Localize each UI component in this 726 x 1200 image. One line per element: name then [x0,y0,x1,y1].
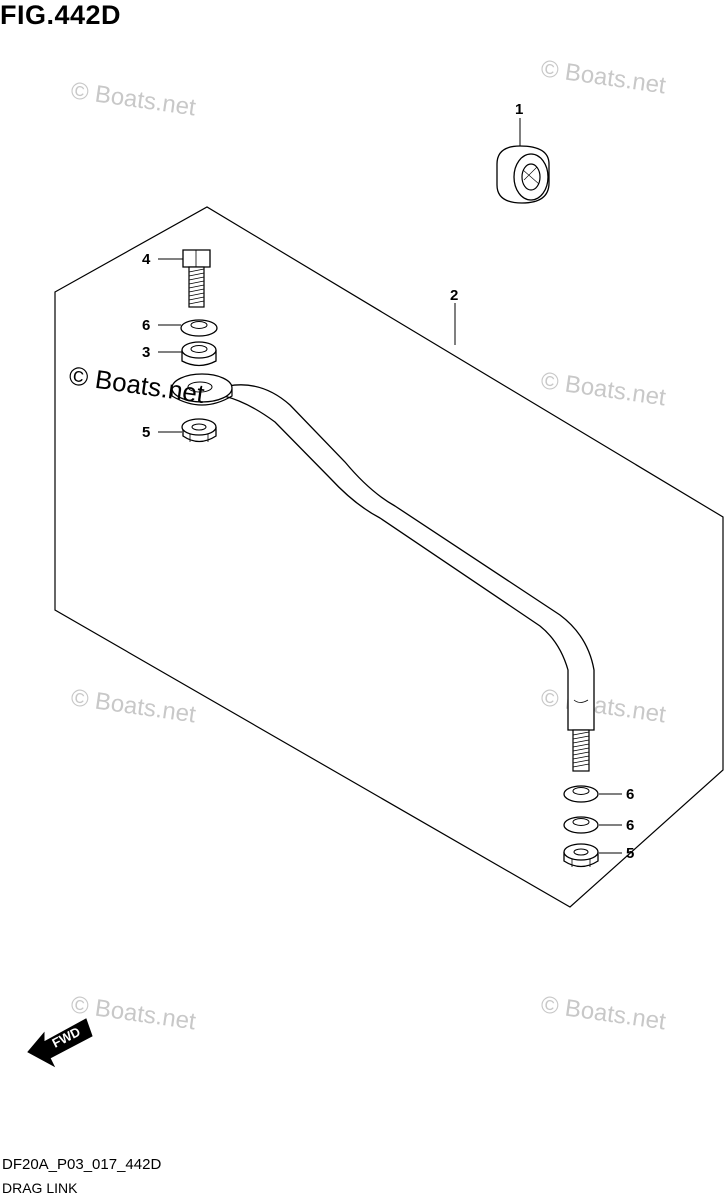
part-1-sleeve-nut [496,118,550,204]
watermark: © Boats.net [539,55,668,99]
part-5-nut-bottom [563,843,622,868]
callout-6: 6 [142,317,150,334]
watermark-dark: © Boats.net [67,360,207,409]
callout-6: 6 [626,817,634,834]
figure-code: DF20A_P03_017_442D [2,1156,162,1173]
part-6-washer-bottom-1 [563,785,622,803]
part-6-washer-bottom-2 [563,816,622,834]
figure-name: DRAG LINK [2,1180,78,1196]
assembly-outline [54,206,724,908]
part-2-drag-link [171,373,595,772]
part-5-nut-top [158,418,217,443]
part-3-bushing [158,341,217,367]
part-4-bolt [158,249,211,308]
watermark: © Boats.net [539,684,668,728]
callout-3: 3 [142,344,150,361]
watermark: © Boats.net [539,367,668,411]
callout-4: 4 [142,251,151,268]
callout-5: 5 [142,424,150,441]
callout-2: 2 [450,287,458,304]
watermark: © Boats.net [69,684,198,728]
callout-5: 5 [626,845,634,862]
watermark: © Boats.net [69,77,198,121]
figure-title: FIG.442D [0,0,122,30]
callout-6: 6 [626,786,634,803]
watermark: © Boats.net [539,991,668,1035]
callout-1: 1 [515,101,523,118]
part-6-washer-top [158,319,218,337]
fwd-arrow-icon: FWD [27,1018,93,1068]
